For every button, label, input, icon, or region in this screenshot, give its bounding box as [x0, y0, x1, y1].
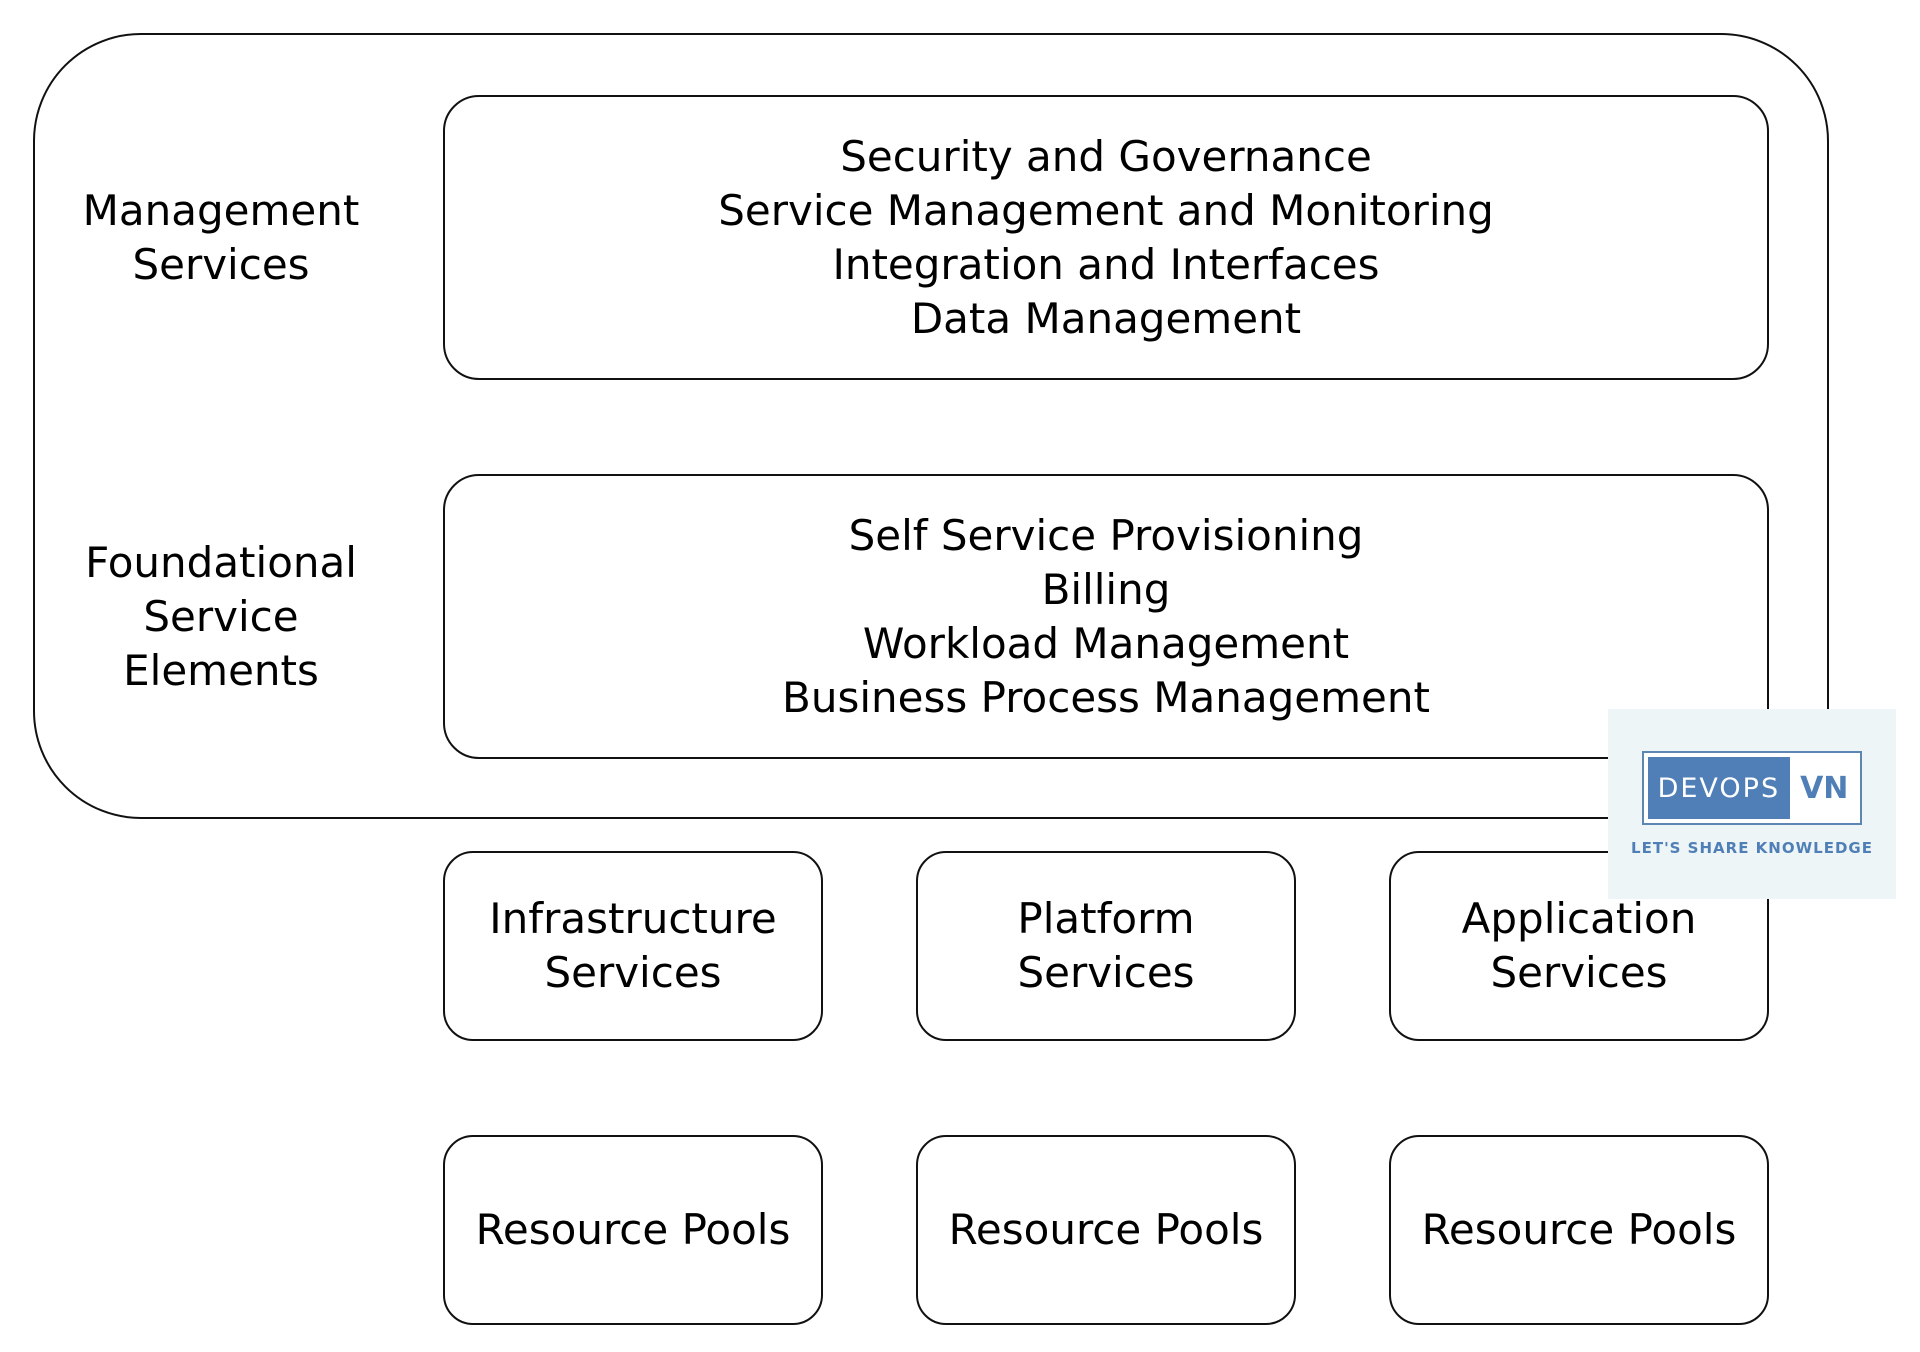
box-line: Security and Governance — [840, 131, 1372, 181]
application-services-box: Application Services — [1389, 851, 1769, 1041]
logo-mark: DEVOPS VN — [1641, 751, 1863, 825]
platform-services-box: Platform Services — [916, 851, 1296, 1041]
infrastructure-services-box: Infrastructure Services — [443, 851, 823, 1041]
resource-pools-box-infrastructure: Resource Pools — [443, 1135, 823, 1325]
devops-vn-logo: DEVOPS VN LET'S SHARE KNOWLEDGE — [1608, 709, 1896, 899]
box-line: Application — [1461, 894, 1697, 943]
box-line: Data Management — [910, 293, 1302, 343]
management-services-box: Security and Governance Service Manageme… — [443, 95, 1769, 380]
logo-right-text: VN — [1800, 770, 1849, 806]
resource-pools-box-application: Resource Pools — [1389, 1135, 1769, 1325]
logo-left-text: DEVOPS — [1647, 757, 1791, 819]
management-layer-frame — [33, 33, 1829, 819]
box-line: Business Process Management — [782, 672, 1430, 722]
box-line: Services — [1017, 948, 1195, 997]
box-line: Workload Management — [862, 618, 1350, 668]
box-line: Service Management and Monitoring — [718, 185, 1494, 235]
box-line: Platform — [1017, 894, 1195, 943]
box-line: Infrastructure — [489, 894, 777, 943]
box-line: Resource Pools — [1421, 1205, 1737, 1254]
resource-pools-box-platform: Resource Pools — [916, 1135, 1296, 1325]
box-line: Billing — [1041, 564, 1171, 614]
box-line: Self Service Provisioning — [848, 510, 1364, 560]
logo-tagline: LET'S SHARE KNOWLEDGE — [1631, 839, 1873, 857]
box-line: Resource Pools — [948, 1205, 1264, 1254]
box-line: Integration and Interfaces — [832, 239, 1380, 289]
box-line: Services — [544, 948, 722, 997]
foundational-elements-box: Self Service Provisioning Billing Worklo… — [443, 474, 1769, 759]
management-services-label: Management Services — [82, 186, 360, 289]
foundational-service-elements-label: Foundational Service Elements — [85, 538, 357, 695]
box-line: Services — [1490, 948, 1668, 997]
box-line: Resource Pools — [475, 1205, 791, 1254]
